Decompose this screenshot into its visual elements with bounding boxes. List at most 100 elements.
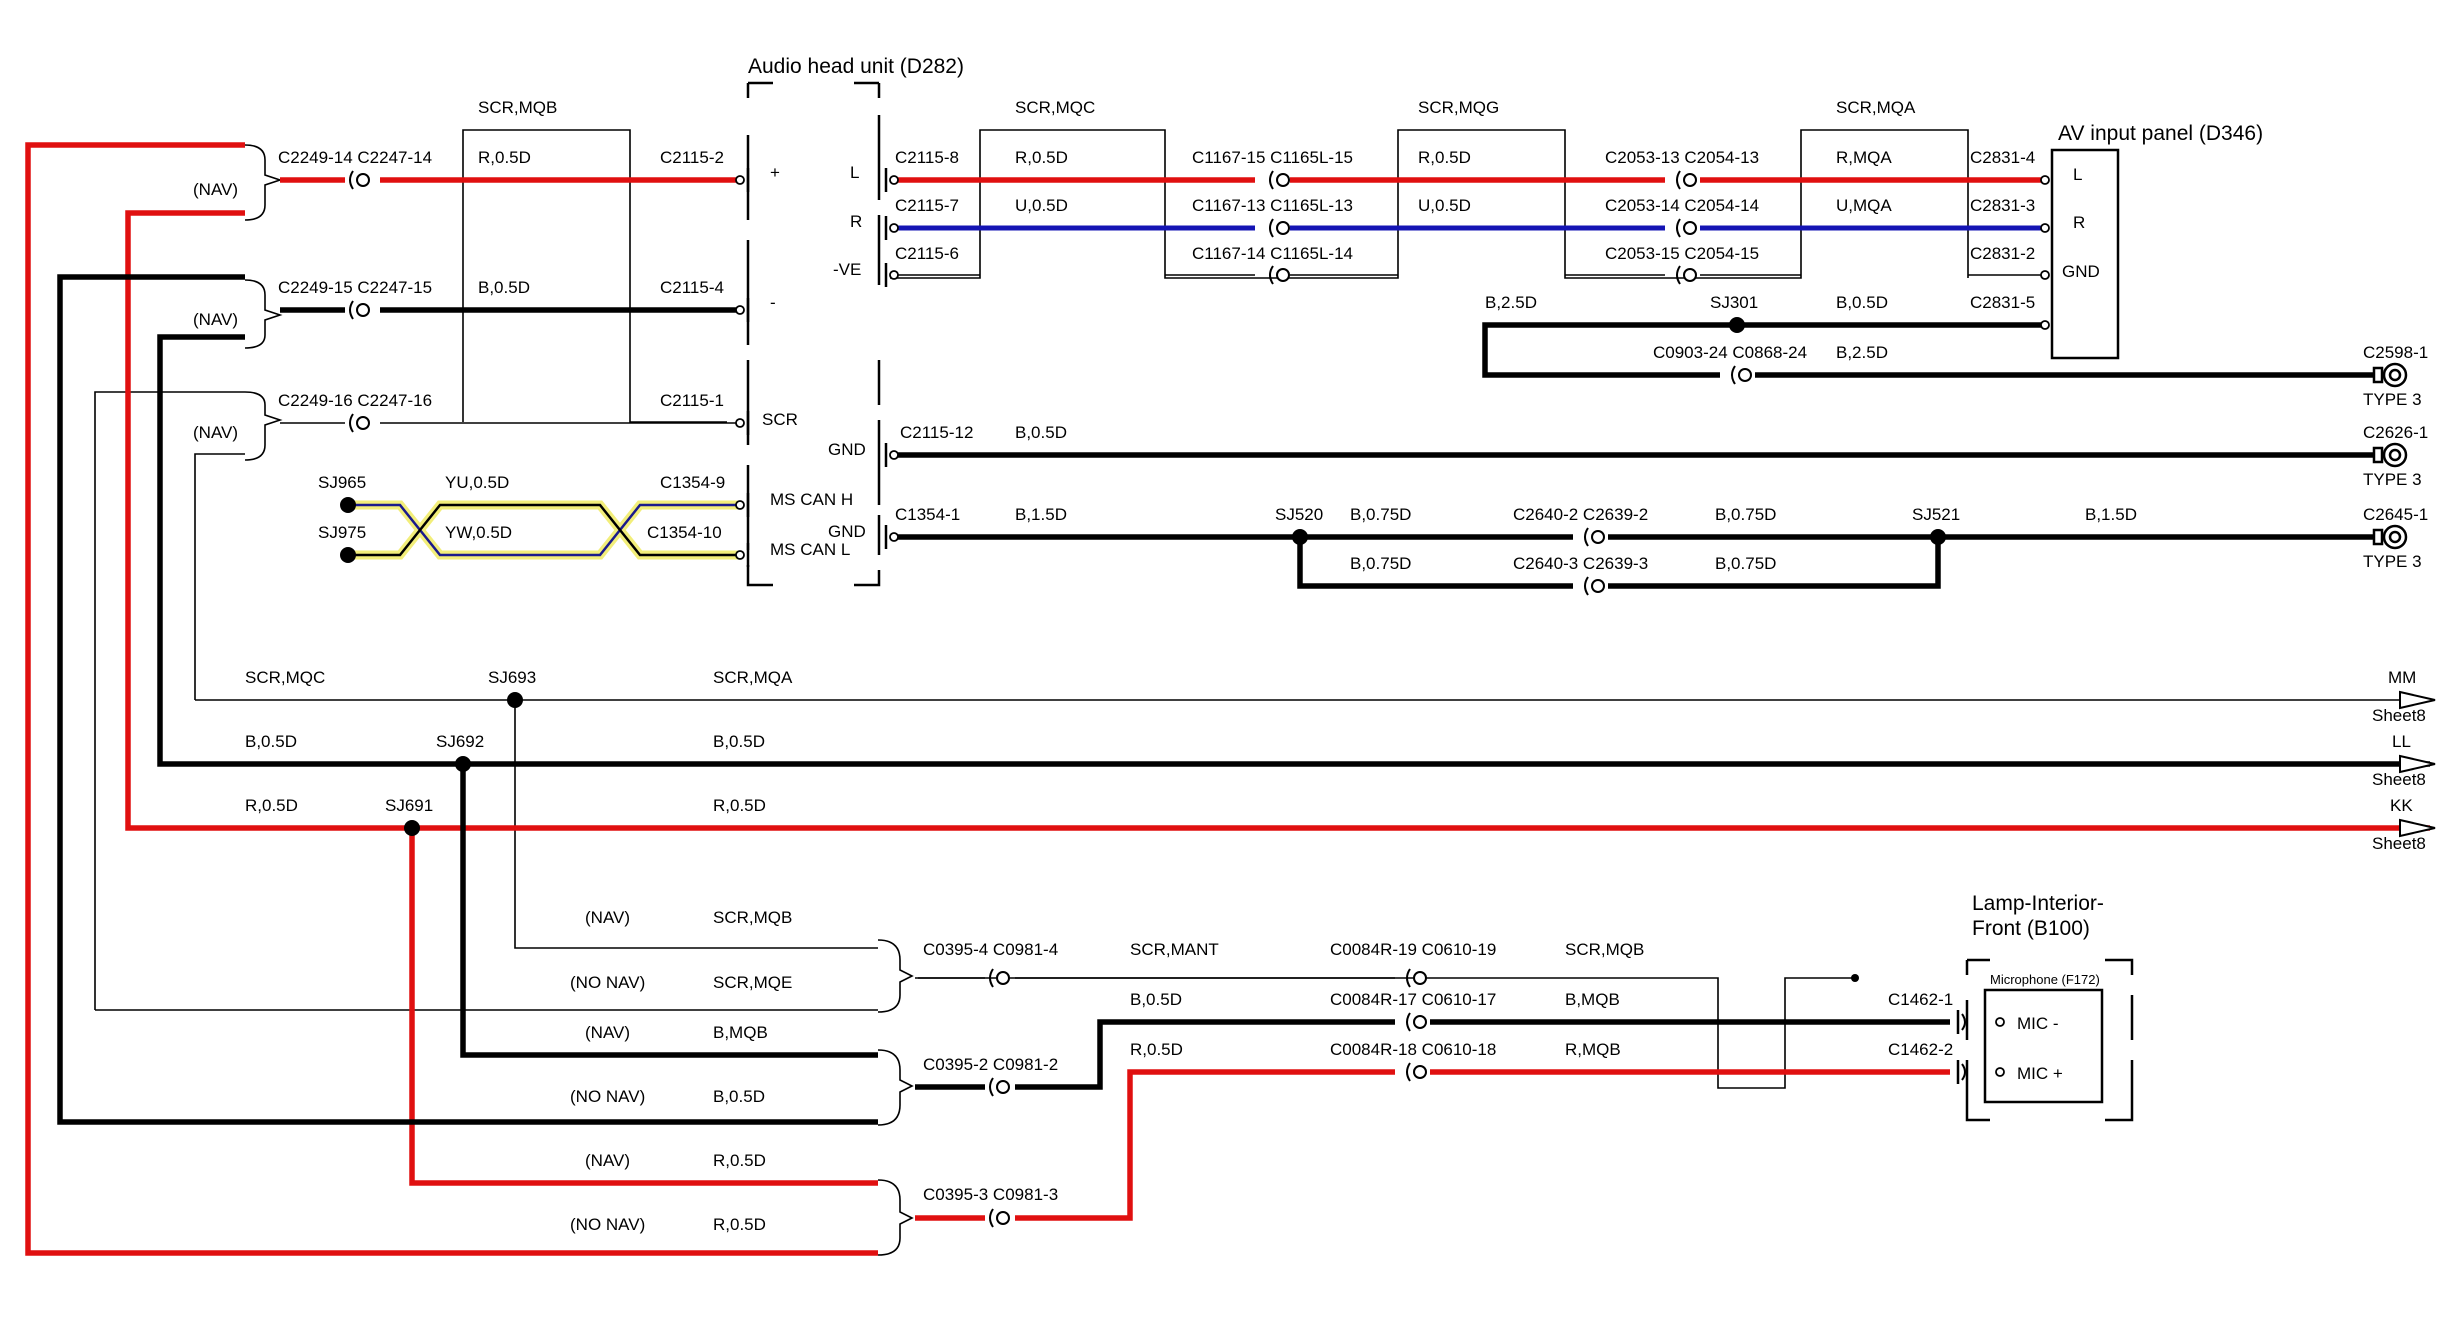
pin-R: R bbox=[850, 212, 862, 231]
nav-label: (NAV) bbox=[193, 180, 238, 199]
connector-label: C2053-14 C2054-14 bbox=[1605, 196, 1759, 215]
splice-label: SJ301 bbox=[1710, 293, 1758, 312]
connector-label: C2645-1 bbox=[2363, 505, 2428, 524]
wire-label: YU,0.5D bbox=[445, 473, 509, 492]
type3-label: TYPE 3 bbox=[2363, 470, 2422, 489]
wire-label: R,0.5D bbox=[1418, 148, 1471, 167]
connector-labels: C2249-14 C2247-14 C2249-15 C2247-15 C224… bbox=[278, 148, 2428, 1204]
connector-label: C0903-24 C0868-24 bbox=[1653, 343, 1807, 362]
wire-label: B,0.5D bbox=[713, 1087, 765, 1106]
wire-label: R,0.5D bbox=[478, 148, 531, 167]
pin-plus: + bbox=[770, 163, 780, 182]
pin-scr: SCR bbox=[762, 410, 798, 429]
wire-label: R,MQB bbox=[1565, 1040, 1621, 1059]
av-input-panel-box bbox=[2050, 148, 2120, 360]
pin-ve: -VE bbox=[833, 260, 861, 279]
av-pin-L: L bbox=[2073, 165, 2082, 184]
wire-label: B,0.5D bbox=[1015, 423, 1067, 442]
lamp-title-line2: Front (B100) bbox=[1972, 917, 2090, 940]
offpage-mm: MM bbox=[2388, 668, 2416, 687]
wire-label: B,0.75D bbox=[1350, 554, 1411, 573]
wire-label: R,0.5D bbox=[1015, 148, 1068, 167]
wire-label: B,0.5D bbox=[245, 732, 297, 751]
wire-label: R,0.5D bbox=[713, 1151, 766, 1170]
pin-can-l: MS CAN L bbox=[770, 540, 850, 559]
screen-mqc-box bbox=[890, 129, 1969, 279]
wire-label: SCR,MQA bbox=[713, 668, 793, 687]
wire-label: B,1.5D bbox=[2085, 505, 2137, 524]
offpage-ll: LL bbox=[2392, 732, 2411, 751]
offpage-labels: MM Sheet8 LL Sheet8 KK Sheet8 bbox=[2372, 668, 2426, 853]
wire-label: B,MQB bbox=[1565, 990, 1620, 1009]
connector-label: C2115-6 bbox=[895, 244, 959, 263]
wire-label: B,0.75D bbox=[1350, 505, 1411, 524]
connector-label: C2831-2 bbox=[1970, 244, 2035, 263]
splice-dots bbox=[340, 317, 1946, 982]
wire-label: B,2.5D bbox=[1836, 343, 1888, 362]
wire-label: SCR,MQB bbox=[478, 98, 557, 117]
splice-label: SJ975 bbox=[318, 523, 366, 542]
pin-can-h: MS CAN H bbox=[770, 490, 853, 509]
no-nav-label: (NO NAV) bbox=[570, 1087, 645, 1106]
type3-label: TYPE 3 bbox=[2363, 390, 2422, 409]
mic-plus-pin: MIC + bbox=[2017, 1064, 2063, 1083]
wire-label: B,2.5D bbox=[1485, 293, 1537, 312]
connector-label: C2115-4 bbox=[660, 278, 724, 297]
connector-label: C1354-10 bbox=[647, 523, 722, 542]
pin-L: L bbox=[850, 163, 859, 182]
connector-label: C0395-4 C0981-4 bbox=[923, 940, 1058, 959]
type3-label: TYPE 3 bbox=[2363, 552, 2422, 571]
black-wires bbox=[57, 274, 2430, 1125]
wire-label: SCR,MQC bbox=[245, 668, 325, 687]
thin-black-wires bbox=[280, 274, 2045, 979]
connector-label: C1354-9 bbox=[660, 473, 725, 492]
c1462-plugs bbox=[1961, 1013, 1966, 1081]
offpage-sheet: Sheet8 bbox=[2372, 834, 2426, 853]
wire-label: SCR,MQB bbox=[713, 908, 792, 927]
component-titles: Audio head unit (D282) AV input panel (D… bbox=[748, 55, 2263, 987]
connector-label: C2831-5 bbox=[1970, 293, 2035, 312]
wire-label: B,0.5D bbox=[1130, 990, 1182, 1009]
connector-label: C2115-7 bbox=[895, 196, 959, 215]
splice-label: SJ520 bbox=[1275, 505, 1323, 524]
offpage-sheet: Sheet8 bbox=[2372, 770, 2426, 789]
wire-label: B,0.5D bbox=[478, 278, 530, 297]
head-unit-title: Audio head unit (D282) bbox=[748, 55, 964, 78]
connector-label: C2115-8 bbox=[895, 148, 959, 167]
type3-terminals bbox=[2372, 362, 2408, 550]
connector-label: C2115-1 bbox=[660, 391, 724, 410]
pin-labels: + - SCR L R -VE GND MS CAN H GND MS CAN … bbox=[762, 163, 2100, 1083]
nav-label: (NAV) bbox=[585, 908, 630, 927]
connector-label: C1462-2 bbox=[1888, 1040, 1953, 1059]
wire-label: U,0.5D bbox=[1015, 196, 1068, 215]
can-twisted-pair bbox=[348, 500, 740, 560]
lamp-title-line1: Lamp-Interior- bbox=[1972, 892, 2104, 915]
wire-label: B,0.5D bbox=[713, 732, 765, 751]
mic-minus-pin: MIC - bbox=[2017, 1014, 2059, 1033]
splice-label: SJ693 bbox=[488, 668, 536, 687]
wire-label: R,0.5D bbox=[713, 1215, 766, 1234]
offpage-kk: KK bbox=[2390, 796, 2413, 815]
connector-label: C2053-15 C2054-15 bbox=[1605, 244, 1759, 263]
connector-label: C1167-15 C1165L-15 bbox=[1192, 148, 1353, 167]
pin-gnd-2: GND bbox=[828, 522, 866, 541]
type3-labels: TYPE 3 TYPE 3 TYPE 3 bbox=[2363, 390, 2422, 571]
connector-label: C2249-14 C2247-14 bbox=[278, 148, 432, 167]
offpage-arrows bbox=[2399, 690, 2436, 838]
microphone-box bbox=[1965, 958, 2134, 1122]
wire-label: R,MQA bbox=[1836, 148, 1892, 167]
pin-ticks bbox=[746, 168, 1960, 1084]
connector-label: C0395-3 C0981-3 bbox=[923, 1185, 1058, 1204]
nav-label: (NAV) bbox=[193, 423, 238, 442]
connector-label: C0084R-17 C0610-17 bbox=[1330, 990, 1496, 1009]
wire-label: SCR,MQG bbox=[1418, 98, 1499, 117]
nav-label: (NAV) bbox=[585, 1151, 630, 1170]
wire-label: YW,0.5D bbox=[445, 523, 512, 542]
no-nav-label: (NO NAV) bbox=[570, 973, 645, 992]
nav-label: (NAV) bbox=[193, 310, 238, 329]
nav-labels: (NAV) (NAV) (NAV) (NAV) (NO NAV) (NAV) (… bbox=[193, 180, 645, 1234]
connector-label: C2640-2 C2639-2 bbox=[1513, 505, 1648, 524]
wire-label: B,MQB bbox=[713, 1023, 768, 1042]
splice-label: SJ965 bbox=[318, 473, 366, 492]
